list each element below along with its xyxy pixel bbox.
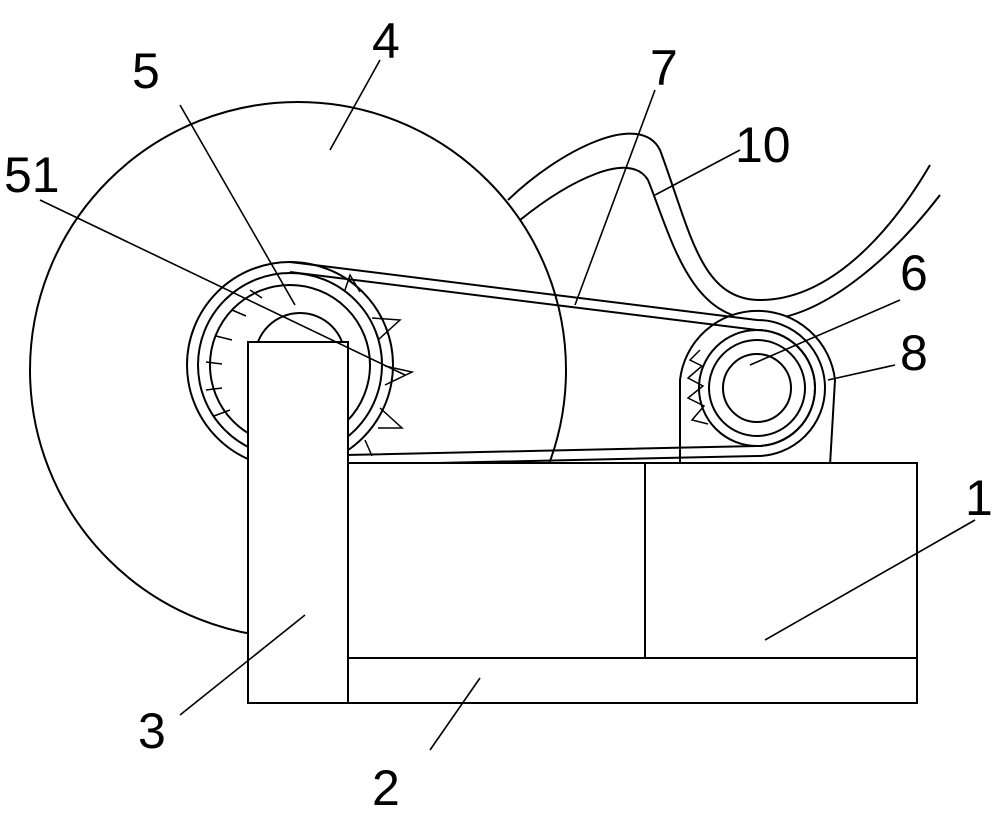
- label-4: 4: [372, 13, 400, 69]
- leader-6: [749, 299, 901, 366]
- label-6: 6: [900, 245, 928, 301]
- label-51: 51: [4, 147, 60, 203]
- part-6-gear-teeth: [686, 349, 709, 425]
- label-7: 7: [650, 40, 678, 96]
- label-8: 8: [900, 325, 928, 381]
- part-7-belt-outer: [289, 261, 826, 466]
- part-3-post: [247, 341, 349, 704]
- part-6-pulley-hub: [722, 353, 792, 423]
- leader-2: [429, 677, 481, 751]
- label-10: 10: [735, 117, 791, 173]
- leader-51: [39, 199, 406, 376]
- part-10-hook: [507, 132, 931, 302]
- part-8-housing: [679, 309, 837, 466]
- part-5-ring-ticks: [205, 289, 263, 417]
- part-2-inner-step: [347, 462, 646, 659]
- leader-10: [654, 149, 741, 196]
- label-1: 1: [965, 470, 993, 526]
- label-2: 2: [372, 760, 400, 814]
- part-5-sprocket-teeth: [344, 273, 415, 457]
- leader-1: [764, 519, 976, 641]
- part-7-belt-inner: [289, 271, 816, 456]
- leader-8: [827, 364, 896, 381]
- label-3: 3: [138, 703, 166, 759]
- leader-7: [574, 89, 656, 306]
- leader-4: [329, 59, 381, 151]
- part-6-pulley-mid: [708, 339, 806, 437]
- leader-5: [179, 104, 296, 306]
- leader-3: [179, 614, 306, 716]
- part-10-hook-inner: [519, 166, 941, 322]
- label-5: 5: [132, 43, 160, 99]
